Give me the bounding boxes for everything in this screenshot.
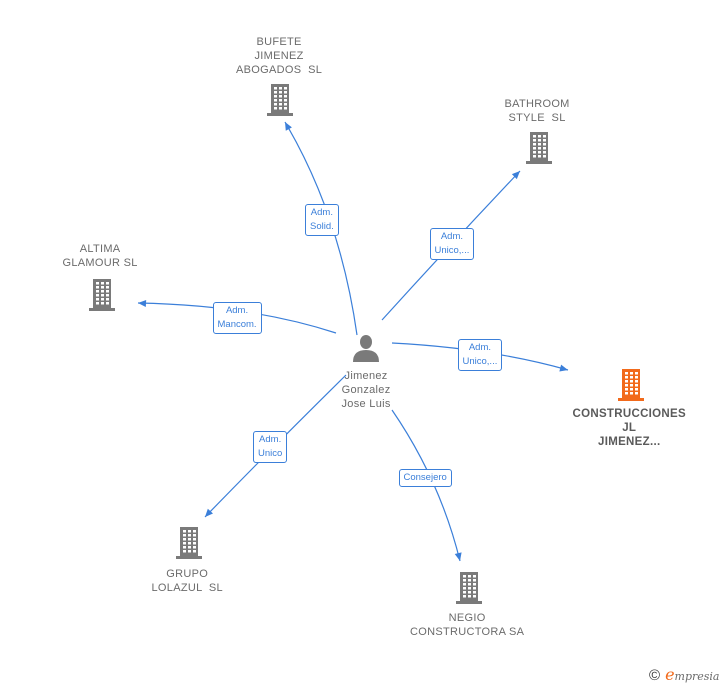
relation-label-line: Adm.	[310, 207, 333, 218]
relation-label-line: Consejero	[403, 472, 447, 483]
label-line: JIMENEZ	[254, 50, 304, 62]
arrowhead-construcciones	[559, 364, 568, 372]
arrowhead-grupo	[205, 508, 213, 517]
relation-label-line: Adm.	[468, 342, 492, 353]
company-label-grupo[interactable]: GRUPO LOLAZUL SL	[152, 567, 223, 595]
label-line: ALTIMA	[79, 243, 121, 255]
building-icon	[267, 84, 293, 116]
relation-label-construcciones[interactable]: Adm. Unico,...	[457, 339, 503, 371]
label-line: NEGIO	[448, 612, 486, 624]
relation-label-grupo[interactable]: Adm. Unico	[253, 431, 288, 463]
label-line: Jimenez	[344, 370, 388, 382]
company-label-bathroom[interactable]: BATHROOM STYLE SL	[505, 97, 570, 125]
label-line: BATHROOM	[504, 98, 570, 110]
building-icon	[618, 369, 644, 401]
relation-label-line: Unico,...	[434, 245, 470, 256]
relation-label-line: Solid.	[310, 221, 334, 232]
company-label-negio[interactable]: NEGIO CONSTRUCTORA SA	[410, 611, 524, 639]
label-line: BUFETE	[256, 36, 302, 48]
building-icon	[456, 572, 482, 604]
copyright: ©empresia	[649, 665, 720, 684]
company-label-bufete[interactable]: BUFETE JIMENEZ ABOGADOS SL	[236, 35, 322, 77]
label-line: Jose Luis	[341, 398, 391, 410]
relation-label-bathroom[interactable]: Adm. Unico,...	[429, 228, 475, 260]
building-icon	[89, 279, 115, 311]
person-icon	[353, 335, 379, 362]
arrowhead-bathroom	[511, 171, 520, 180]
arrowhead-negio	[454, 552, 462, 561]
label-line: ABOGADOS SL	[236, 64, 323, 76]
relation-label-line: Adm.	[225, 305, 249, 316]
label-line: GLAMOUR SL	[62, 257, 138, 269]
relation-label-altima[interactable]: Adm. Mancom.	[212, 302, 262, 334]
brand-logo-text: mpresia	[674, 670, 720, 683]
relation-label-bufete[interactable]: Adm. Solid.	[305, 204, 339, 236]
label-line: GRUPO	[166, 568, 209, 580]
relation-label-line: Mancom.	[217, 319, 257, 330]
building-icon	[526, 132, 552, 164]
company-label-construcciones[interactable]: CONSTRUCCIONES JL JIMENEZ...	[573, 407, 686, 449]
label-line: LOLAZUL SL	[151, 582, 223, 594]
building-icon	[176, 527, 202, 559]
label-line: CONSTRUCTORA SA	[410, 626, 525, 638]
relation-label-line: Adm.	[259, 434, 282, 445]
label-line: JL	[622, 422, 637, 434]
label-line: JIMENEZ...	[598, 436, 661, 448]
relation-label-line: Adm.	[440, 231, 464, 242]
relation-label-line: Unico	[258, 448, 283, 459]
arrowhead-bufete	[285, 122, 292, 131]
copyright-icon: ©	[649, 667, 661, 684]
label-line: STYLE SL	[508, 112, 566, 124]
relation-label-negio[interactable]: Consejero	[398, 469, 452, 487]
arrowhead-altima	[138, 299, 147, 307]
label-line: Gonzalez	[341, 384, 391, 396]
brand-logo-initial: e	[665, 665, 675, 684]
relation-label-line: Unico,...	[462, 356, 498, 367]
company-label-altima[interactable]: ALTIMA GLAMOUR SL	[63, 242, 138, 270]
label-line: CONSTRUCCIONES	[572, 408, 686, 420]
